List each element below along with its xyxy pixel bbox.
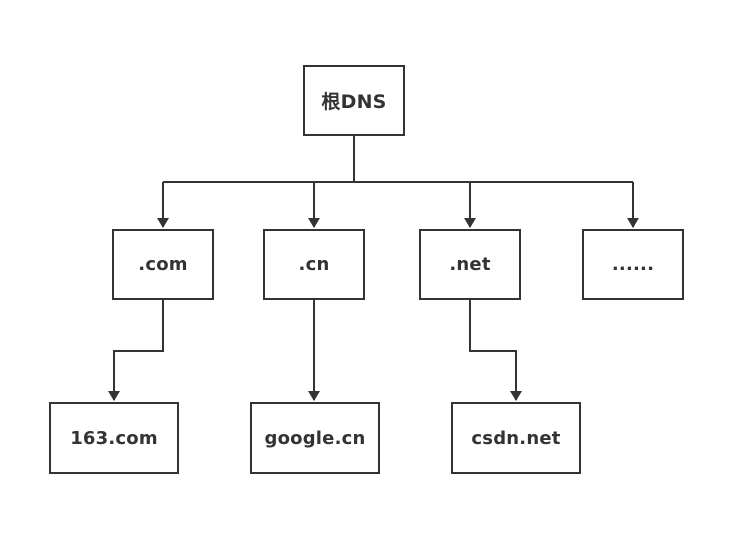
domain-label-163: 163.com xyxy=(70,427,158,449)
domain-label-csdn: csdn.net xyxy=(471,427,561,449)
arrow-com-to-163 xyxy=(108,300,164,401)
tld-label-com: .com xyxy=(138,254,188,275)
arrow-net-to-csdn xyxy=(469,300,522,401)
tld-label-cn: .cn xyxy=(298,254,330,275)
tld-node-com: .com xyxy=(112,229,214,300)
tld-label-net: .net xyxy=(449,254,491,275)
root-dns-node: 根DNS xyxy=(303,65,405,136)
root-dns-label: 根DNS xyxy=(321,91,387,113)
tld-node-more: ...... xyxy=(582,229,684,300)
domain-node-google: google.cn xyxy=(250,402,380,474)
tld-node-net: .net xyxy=(419,229,521,300)
domain-node-csdn: csdn.net xyxy=(451,402,581,474)
tld-label-more: ...... xyxy=(611,254,655,275)
tld-node-cn: .cn xyxy=(263,229,365,300)
domain-label-google: google.cn xyxy=(264,427,366,449)
domain-node-163: 163.com xyxy=(49,402,179,474)
